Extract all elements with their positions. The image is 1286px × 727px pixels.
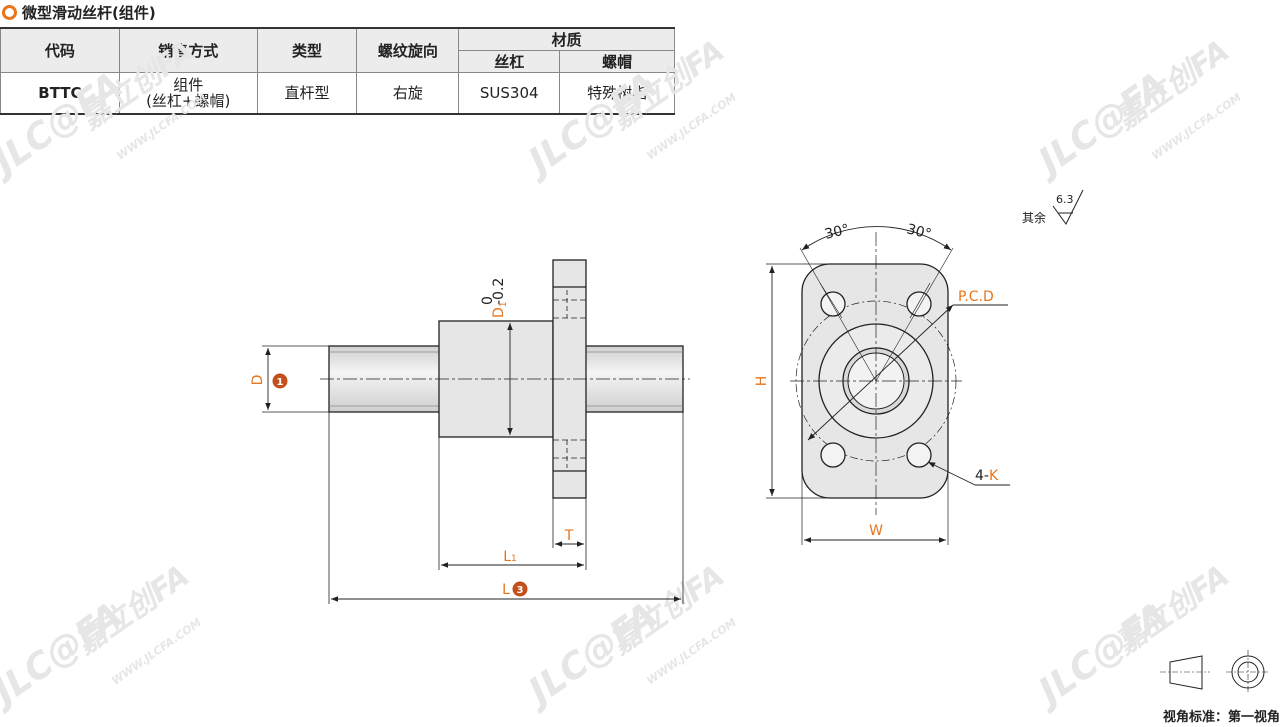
header-thread-dir: 螺纹旋向 bbox=[356, 27, 460, 73]
dim-H-text: H bbox=[754, 376, 770, 387]
holes-label: 4-K bbox=[975, 468, 999, 484]
cell-sales-line2: (丝杠+螺帽) bbox=[146, 92, 231, 110]
dim-D1-tol-lower: -0.2 bbox=[491, 278, 507, 305]
cell-type: 直杆型 bbox=[256, 72, 358, 115]
cell-sales-line1: 组件 bbox=[173, 76, 204, 94]
spec-table: 代码 销售方式 类型 螺纹旋向 材质 丝杠 螺帽 BTTC 组件 (丝杠+螺帽)… bbox=[0, 27, 675, 115]
header-screw: 丝杠 bbox=[458, 50, 561, 73]
dim-H-label: H bbox=[754, 376, 770, 387]
angle-left-text: 30° bbox=[823, 221, 851, 243]
badge-1-text: 1 bbox=[277, 377, 284, 388]
dim-D1-text: D bbox=[491, 307, 507, 318]
pcd-text: P.C.D bbox=[958, 289, 994, 305]
header-code: 代码 bbox=[0, 27, 120, 73]
header-sales: 销售方式 bbox=[118, 27, 258, 73]
dim-L1-text: L1 bbox=[503, 549, 517, 565]
badge-1 bbox=[272, 373, 288, 389]
dim-D-text: D bbox=[250, 375, 266, 386]
dim-D-label: D bbox=[250, 375, 266, 386]
header-nut: 螺帽 bbox=[559, 50, 675, 73]
section-title: 微型滑动丝杆(组件) bbox=[2, 1, 156, 23]
bolt-hole bbox=[820, 442, 846, 468]
dim-W-text: W bbox=[869, 523, 883, 539]
title-text: 微型滑动丝杆(组件) bbox=[22, 3, 156, 22]
front-view bbox=[766, 226, 1010, 545]
cell-thread-dir: 右旋 bbox=[356, 72, 460, 115]
svg-text:D1: D1 bbox=[491, 301, 509, 318]
surface-roughness-symbol: 其余 6.3 bbox=[1022, 189, 1084, 225]
surface-prefix-text: 其余 bbox=[1022, 210, 1046, 225]
angle-right-text: 30° bbox=[905, 221, 933, 243]
dim-D1-tol-upper: 0 bbox=[480, 296, 496, 305]
table-row: BTTC 组件 (丝杠+螺帽) 直杆型 右旋 SUS304 特殊树脂 bbox=[0, 72, 675, 115]
projection-symbol-icon bbox=[1160, 650, 1270, 694]
watermark-brand-cn: 嘉立创FA bbox=[1109, 558, 1236, 662]
side-view bbox=[262, 259, 690, 604]
cell-nut-material: 特殊树脂 bbox=[559, 72, 675, 115]
header-type: 类型 bbox=[256, 27, 358, 73]
cell-code[interactable]: BTTC bbox=[0, 72, 120, 115]
header-material: 材质 bbox=[458, 27, 675, 51]
cell-screw-material: SUS304 bbox=[458, 72, 561, 115]
badge-3 bbox=[512, 581, 528, 597]
dim-L-text: L bbox=[502, 582, 510, 598]
dim-D1-sub: 1 bbox=[499, 301, 509, 307]
circle-bullet-icon bbox=[2, 4, 17, 20]
dim-T-text: T bbox=[564, 528, 574, 544]
dim-D1-label: D1 0 -0.2 bbox=[480, 278, 509, 318]
badge-3-text: 3 bbox=[517, 585, 524, 596]
surface-value-text: 6.3 bbox=[1056, 193, 1074, 206]
projection-standard: 视角标准：第一视角 bbox=[1162, 710, 1280, 725]
cell-sales: 组件 (丝杠+螺帽) bbox=[118, 72, 258, 115]
bolt-hole bbox=[906, 291, 932, 317]
bolt-hole bbox=[906, 442, 932, 468]
